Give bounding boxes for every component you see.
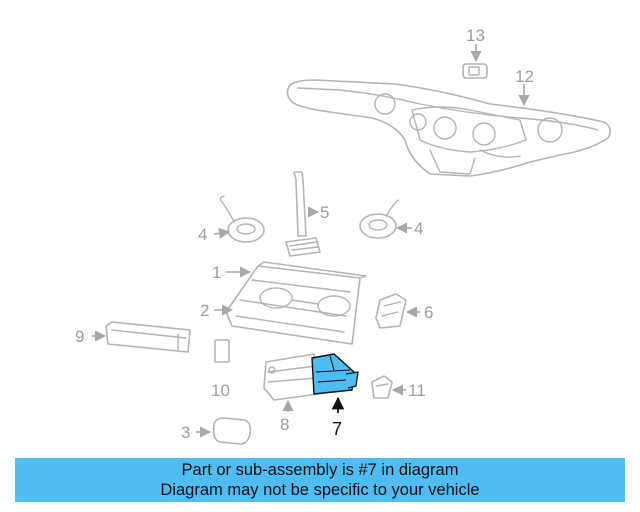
callout-7: 7 <box>332 419 342 439</box>
callout-4a-arrow <box>213 227 231 239</box>
part-9-panel <box>105 321 191 353</box>
callout-2: 2 <box>200 301 209 320</box>
callout-12: 12 <box>515 67 534 86</box>
part-10-tab <box>214 339 230 363</box>
part-11-switch <box>371 375 393 399</box>
part-4-lamp-right <box>359 199 399 239</box>
part-4-lamp-left <box>219 195 265 243</box>
part-13-clip <box>462 63 488 79</box>
part-12-roof-bezel <box>286 79 612 177</box>
callout-13: 13 <box>466 26 485 45</box>
part-7-highlighted-module[interactable] <box>311 353 359 395</box>
part-8-module <box>263 353 319 401</box>
callout-6: 6 <box>424 303 433 322</box>
callout-5: 5 <box>320 203 329 222</box>
caption-line-2: Diagram may not be specific to your vehi… <box>160 481 480 499</box>
part-6-switch <box>375 293 407 329</box>
callout-10: 10 <box>211 381 230 400</box>
callout-1: 1 <box>212 263 221 282</box>
callout-8: 8 <box>280 415 289 434</box>
callout-3: 3 <box>181 423 190 442</box>
callout-4a: 4 <box>198 225 207 244</box>
caption-bar: Part or sub-assembly is #7 in diagram Di… <box>15 458 625 502</box>
caption-line-1: Part or sub-assembly is #7 in diagram <box>181 461 459 479</box>
callout-9: 9 <box>75 327 84 346</box>
part-3-lens <box>212 417 252 445</box>
callout-11: 11 <box>408 381 426 400</box>
callout-4b: 4 <box>414 219 423 238</box>
parts-diagram: 13 12 5 4 4 <box>75 26 612 445</box>
part-5-bracket <box>285 171 321 257</box>
part-1-2-console-housing <box>225 261 367 345</box>
